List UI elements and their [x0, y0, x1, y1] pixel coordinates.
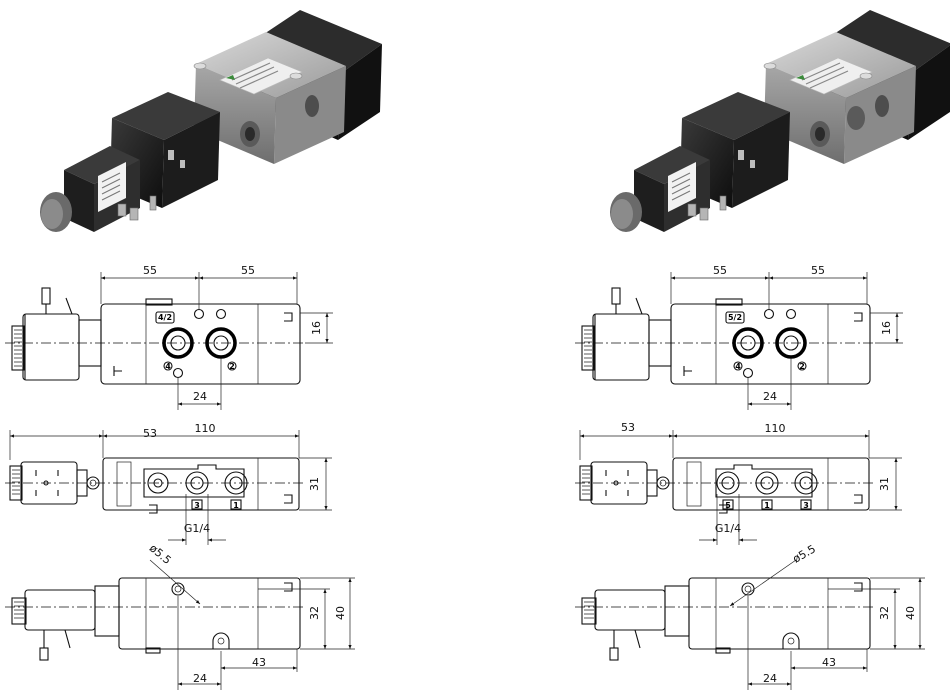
right-port-label-2: 2 — [799, 362, 805, 371]
right-valve-3d-image — [609, 9, 950, 233]
left-dim-55-a: 55 — [143, 264, 157, 277]
left-port-label-4: 4 — [165, 362, 171, 371]
right-dim-hole: ø5.5 — [791, 542, 818, 565]
left-side-view: 53 110 31 G1/4 3 1 — [5, 422, 332, 545]
left-dim-32: 32 — [308, 606, 321, 620]
right-bottom-view: ø5.5 32 40 24 43 — [575, 542, 925, 690]
right-port-label-5: 5 — [725, 501, 731, 510]
right-side-view: 53 110 31 G1/4 5 1 3 — [575, 421, 902, 545]
right-dim-24-bottom: 24 — [763, 672, 777, 685]
left-function-label: 4/2 — [158, 313, 172, 322]
left-dim-110: 110 — [195, 422, 216, 435]
left-dim-31: 31 — [308, 477, 321, 491]
left-dim-24-top: 24 — [193, 390, 207, 403]
right-dim-16: 16 — [880, 321, 893, 335]
left-dim-40: 40 — [334, 606, 347, 620]
left-dim-53: 53 — [143, 427, 157, 440]
right-valve-drawing: 55 55 16 24 5/2 4 2 53 110 31 G1/4 — [575, 9, 950, 690]
right-dim-43: 43 — [822, 656, 836, 669]
right-top-view: 55 55 16 24 5/2 4 2 — [575, 264, 903, 410]
left-dim-55-b: 55 — [241, 264, 255, 277]
left-dim-24-bottom: 24 — [193, 672, 207, 685]
left-top-view: 55 55 16 24 4/2 4 2 — [5, 264, 333, 410]
right-dim-thread: G1/4 — [715, 522, 741, 535]
right-function-label: 5/2 — [728, 313, 742, 322]
right-dim-40: 40 — [904, 606, 917, 620]
left-dim-16: 16 — [310, 321, 323, 335]
right-dim-31: 31 — [878, 477, 891, 491]
right-dim-110: 110 — [765, 422, 786, 435]
left-port-label-2: 2 — [229, 362, 235, 371]
left-port-label-1: 1 — [233, 501, 239, 510]
right-dim-24-top: 24 — [763, 390, 777, 403]
left-dim-43: 43 — [252, 656, 266, 669]
right-port-label-3: 3 — [803, 501, 809, 510]
right-dim-53: 53 — [621, 421, 635, 434]
left-dim-hole: ø5.5 — [147, 542, 174, 568]
left-bottom-view: ø5.5 32 40 24 43 — [5, 542, 355, 690]
left-valve-drawing: 55 55 16 24 4/2 4 2 53 110 31 G1/4 3 — [5, 9, 383, 690]
left-dim-thread: G1/4 — [184, 522, 210, 535]
left-valve-3d-image — [39, 9, 383, 233]
right-dim-55-b: 55 — [811, 264, 825, 277]
right-dim-55-a: 55 — [713, 264, 727, 277]
right-dim-32: 32 — [878, 606, 891, 620]
left-port-label-3: 3 — [194, 501, 200, 510]
right-port-label-1: 1 — [764, 501, 770, 510]
right-port-label-4: 4 — [735, 362, 741, 371]
